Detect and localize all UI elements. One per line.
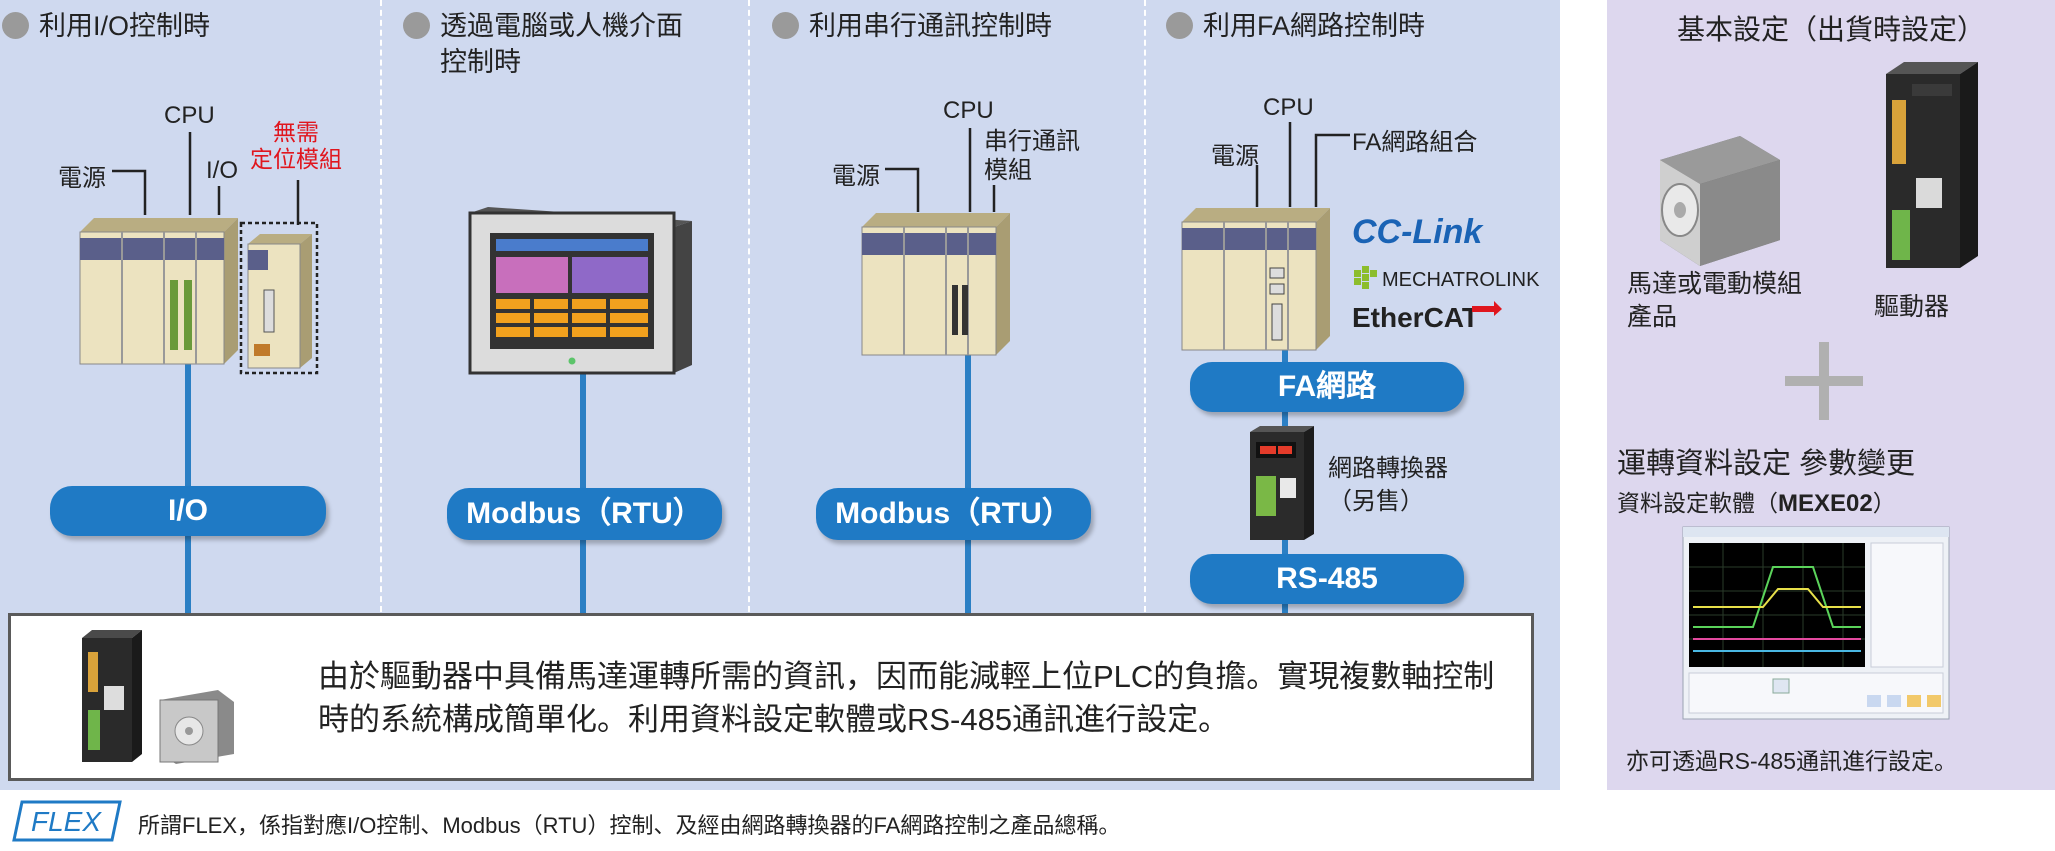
plc-unit-icon xyxy=(79,218,238,365)
driver-unit-icon xyxy=(1886,62,1978,268)
bus-modbus-hmi: Modbus（RTU） xyxy=(447,488,722,540)
bullet-icon xyxy=(403,12,430,39)
flex-logo: FLEX xyxy=(12,800,122,842)
serial-module-label: 串行通訊模組 xyxy=(984,128,1080,184)
motor-label: 馬達或電動模組產品 xyxy=(1627,270,1803,331)
plc-serial-unit-icon xyxy=(861,213,1010,356)
bullet-icon xyxy=(1166,12,1193,39)
power-label: 電源 xyxy=(58,165,106,192)
cc-link-logo: CC-Link xyxy=(1352,213,1484,251)
bullet-icon xyxy=(2,12,29,39)
fa-leader-lines xyxy=(1255,122,1350,207)
power-label: 電源 xyxy=(832,163,880,190)
svg-text:CC-Link: CC-Link xyxy=(1352,213,1484,251)
no-module-label: 無需定位模組 xyxy=(250,119,342,172)
software-screenshot xyxy=(1682,526,1950,720)
network-converter-icon xyxy=(1250,426,1314,540)
svg-text:MECHATROLINK: MECHATROLINK xyxy=(1382,269,1540,291)
info-text: 由於驅動器中具備馬達運轉所需的資訊，因而能減輕上位PLC的負擔。實現複數軸控制時… xyxy=(318,659,1495,737)
stepper-motor-icon xyxy=(1660,136,1780,266)
basic-setting-title: 基本設定（出貨時設定） xyxy=(1676,14,1985,45)
cpu-label: CPU xyxy=(943,97,994,124)
hmi-panel-icon xyxy=(468,207,692,375)
column-divider xyxy=(1144,0,1146,612)
column-title-serial: 利用串行通訊控制時 xyxy=(772,8,1052,45)
column-title-pc-hmi-line2: 控制時 xyxy=(440,47,521,77)
driver-motor-product-icon xyxy=(82,630,234,764)
plus-icon xyxy=(1785,342,1863,420)
bus-rs485: RS-485 xyxy=(1190,554,1464,604)
bullet-icon xyxy=(772,12,799,39)
cpu-label: CPU xyxy=(1263,94,1314,121)
ethercat-logo: EtherCAT xyxy=(1352,301,1502,333)
bus-fa-network: FA網路 xyxy=(1190,362,1464,412)
svg-text:EtherCAT: EtherCAT xyxy=(1352,302,1479,333)
info-box xyxy=(8,613,1534,781)
bus-line-serial xyxy=(965,352,971,614)
bus-modbus-serial: Modbus（RTU） xyxy=(816,488,1091,540)
column-title-io: 利用I/O控制時 xyxy=(2,8,210,45)
svg-text:FLEX: FLEX xyxy=(31,806,102,837)
io-label: I/O xyxy=(206,157,239,184)
power-label: 電源 xyxy=(1211,143,1259,170)
converter-label: 網路轉換器（另售） xyxy=(1328,455,1448,515)
column-divider xyxy=(748,0,750,612)
column-divider xyxy=(380,0,382,612)
positioning-module-icon xyxy=(239,221,319,375)
column-title-fa-network: 利用FA網路控制時 xyxy=(1166,8,1425,45)
bottom-note: 亦可透過RS-485通訊進行設定。 xyxy=(1626,748,1957,774)
driver-label: 驅動器 xyxy=(1874,293,1950,321)
fa-module-label: FA網路組合 xyxy=(1352,129,1478,156)
serial-leader-lines xyxy=(885,128,996,212)
cpu-label: CPU xyxy=(164,102,215,129)
plc-fa-unit-icon xyxy=(1181,208,1330,351)
mechatrolink-logo: MECHATROLINK xyxy=(1354,266,1540,291)
data-setting-label: 運轉資料設定 參數變更 xyxy=(1617,448,1916,480)
plc-leader-lines xyxy=(112,132,300,225)
footer-note: 所謂FLEX，係指對應I/O控制、Modbus（RTU）控制、及經由網路轉換器的… xyxy=(138,813,1121,838)
software-label: 資料設定軟體（MEXE02） xyxy=(1617,490,1896,517)
column-title-pc-hmi: 透過電腦或人機介面 xyxy=(403,8,683,45)
bus-io: I/O xyxy=(50,486,326,536)
